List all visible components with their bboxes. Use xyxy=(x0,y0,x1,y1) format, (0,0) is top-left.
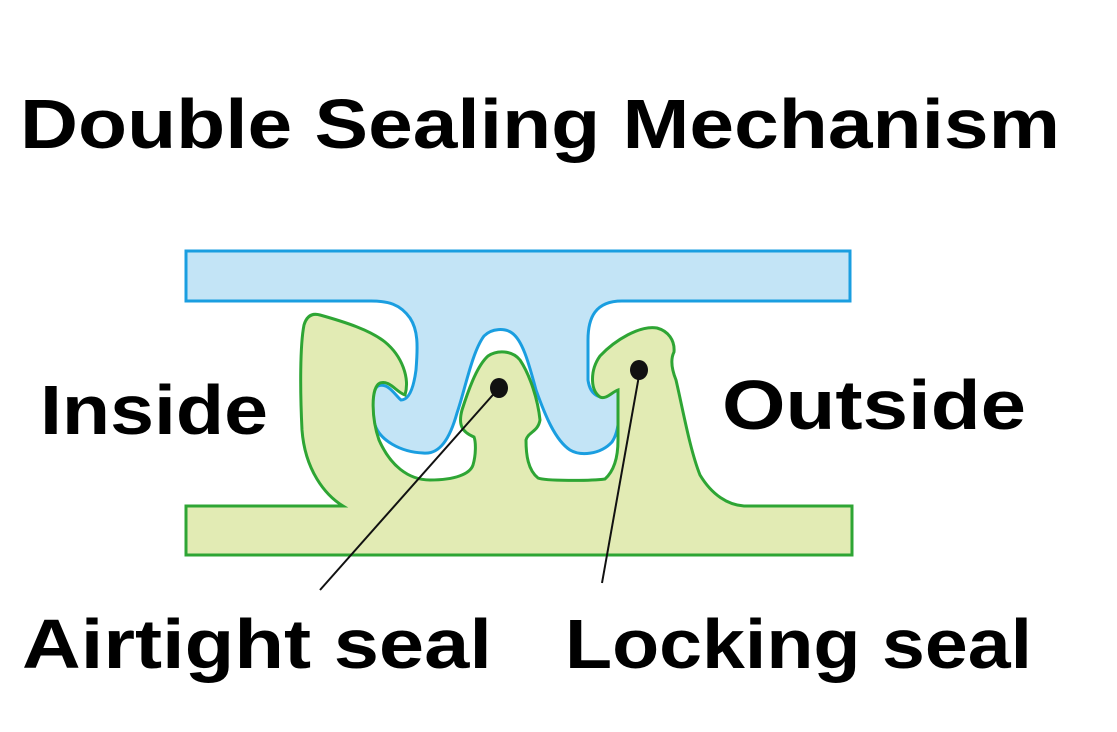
locking-seal-leader xyxy=(601,369,641,584)
diagram-title: Double Sealing Mechanism xyxy=(20,85,1060,163)
inside-label: Inside xyxy=(40,371,268,449)
locking-seal-label: Locking seal xyxy=(565,605,1032,683)
locking-seal-point xyxy=(630,360,648,380)
airtight-seal-label: Airtight seal xyxy=(22,605,492,683)
airtight-seal-leader xyxy=(319,387,500,591)
airtight-seal-point xyxy=(490,378,508,398)
outside-label: Outside xyxy=(722,366,1026,444)
lower-profile xyxy=(184,312,854,557)
